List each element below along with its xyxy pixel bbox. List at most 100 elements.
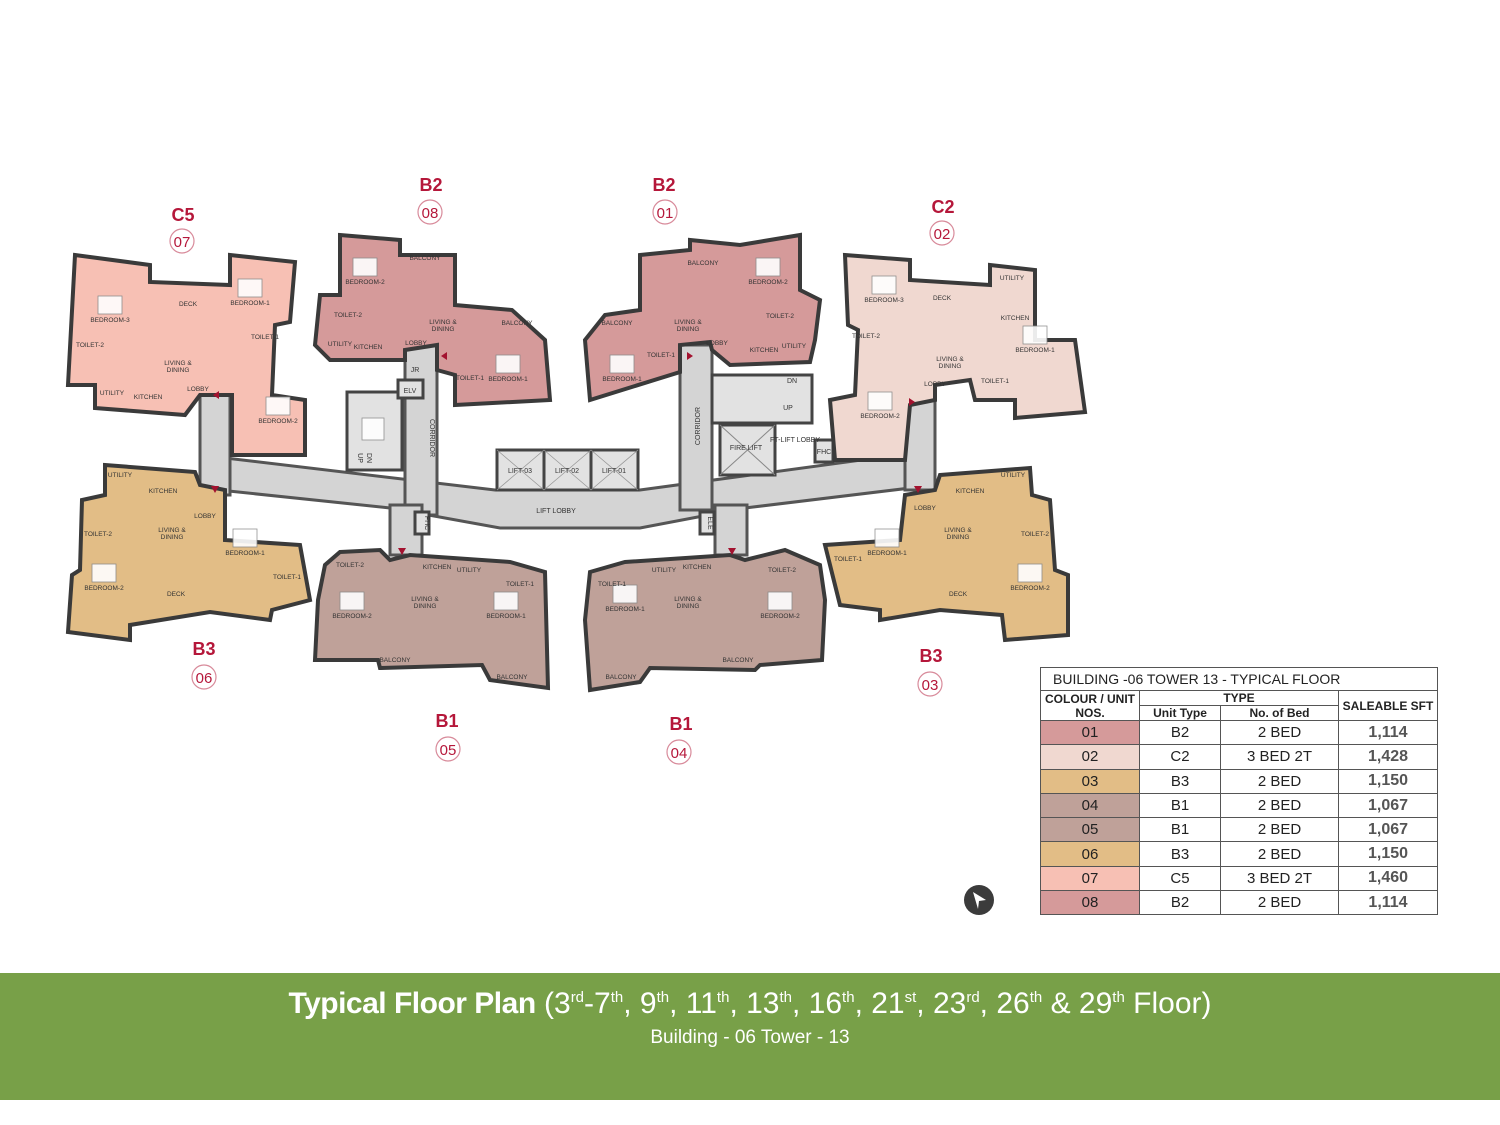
room-label: TOILET-2: [76, 342, 104, 349]
room-label: BEDROOM-1: [605, 606, 645, 613]
entry-arrows: [211, 352, 922, 555]
floor-number: , 9: [623, 987, 657, 1020]
svg-text:05: 05: [440, 742, 457, 759]
corridor-label-left: CORRIDOR: [428, 419, 435, 457]
unit-05[interactable]: [312, 547, 551, 691]
corridor-label-right: CORRIDOR: [695, 407, 702, 445]
room-label: BALCONY: [687, 260, 719, 267]
floor-number: , 21: [854, 987, 905, 1020]
saleable-sft: 1,114: [1338, 719, 1438, 746]
room-label: KITCHEN: [750, 347, 779, 354]
unit-type: B3: [1139, 768, 1221, 794]
bed-count: 2 BED: [1220, 890, 1339, 916]
unit-06[interactable]: [65, 462, 313, 643]
floor-number: , 13: [729, 987, 780, 1020]
svg-text:B3: B3: [192, 639, 215, 659]
room-label: BEDROOM-2: [84, 585, 124, 592]
floor-suffix: th: [1029, 989, 1043, 1006]
elv-room: [396, 378, 425, 400]
room-label: UTILITY: [108, 472, 133, 479]
room-label: BEDROOM-2: [760, 613, 800, 620]
common-labels: LIFT-03 LIFT-02 LIFT-01 LIFT LOBBY CORRI…: [356, 367, 831, 530]
room-label: BEDROOM-3: [864, 297, 904, 304]
unit-type: B1: [1139, 792, 1221, 819]
room-label: UTILITY: [1001, 472, 1026, 479]
unit-08[interactable]: [312, 232, 553, 408]
unit-02[interactable]: [827, 252, 1088, 462]
room-label: LOBBY: [914, 505, 936, 512]
bed-icon: [495, 354, 521, 374]
unit-type: B2: [1139, 890, 1221, 916]
room-label: TOILET-2: [1021, 531, 1049, 538]
room-label: DECK: [179, 301, 198, 308]
floor-number: & 29: [1042, 987, 1113, 1020]
room-label: BALCONY: [501, 320, 533, 327]
room-label: BALCONY: [496, 674, 528, 681]
bed-icon: [352, 257, 378, 277]
saleable-sft: 1,067: [1338, 817, 1438, 843]
room-label: DINING: [432, 326, 455, 333]
bed-count: 3 BED 2T: [1220, 744, 1339, 770]
room-label: LOBBY: [924, 381, 946, 388]
room-label: KITCHEN: [1001, 315, 1030, 322]
floor-suffix: th: [716, 989, 730, 1006]
unit-type: B2: [1139, 719, 1221, 746]
north-arrow-icon: [964, 885, 994, 915]
room-label: LIVING &: [944, 527, 972, 534]
bed-icon: [265, 396, 291, 416]
room-label: BALCONY: [605, 674, 637, 681]
room-label: KITCHEN: [683, 564, 712, 571]
room-label: DINING: [947, 534, 970, 541]
room-label: LOBBY: [405, 340, 427, 347]
svg-text:C2: C2: [931, 197, 954, 217]
room-label: BEDROOM-1: [602, 376, 642, 383]
bed-icon: [91, 563, 117, 583]
bed-icon: [232, 528, 258, 548]
room-label: KITCHEN: [149, 488, 178, 495]
unit-number: 08: [1040, 890, 1140, 916]
ele-right: [698, 510, 716, 536]
unit-04[interactable]: [582, 547, 828, 693]
footer-title: Typical Floor Plan (3rd-7th, 9th, 11th, …: [0, 987, 1500, 1021]
bed-count: 2 BED: [1220, 841, 1339, 867]
arrow-icon: [728, 548, 736, 555]
room-label: DINING: [414, 603, 437, 610]
footer-banner: Typical Floor Plan (3rd-7th, 9th, 11th, …: [0, 973, 1500, 1100]
arrow-icon: [909, 398, 915, 406]
bed-icon: [1022, 325, 1048, 345]
unit-number: 01: [1040, 719, 1140, 746]
col-unit-type-header: Unit Type: [1139, 705, 1221, 721]
room-label: LIVING &: [429, 319, 457, 326]
room-label: BEDROOM-2: [332, 613, 372, 620]
saleable-sft: 1,460: [1338, 865, 1438, 892]
bed-count: 2 BED: [1220, 719, 1339, 746]
saleable-sft: 1,114: [1338, 890, 1438, 916]
unit-07[interactable]: [65, 252, 307, 457]
room-label: LIVING &: [164, 360, 192, 367]
room-label: BEDROOM-2: [1010, 585, 1050, 592]
svg-text:B1: B1: [435, 711, 458, 731]
room-label: DINING: [161, 534, 184, 541]
room-label: KITCHEN: [956, 488, 985, 495]
footer-title-bold: Typical Floor Plan: [288, 987, 536, 1020]
bed-count: 2 BED: [1220, 768, 1339, 794]
up-label-left: UP: [356, 453, 363, 463]
room-label: LIVING &: [411, 596, 439, 603]
room-label: TOILET-1: [834, 556, 862, 563]
unit-03[interactable]: [822, 465, 1070, 643]
room-label: BEDROOM-1: [225, 550, 265, 557]
ele-label: ELE: [706, 516, 713, 530]
floor-suffix: st: [904, 989, 917, 1006]
up-label-right: UP: [783, 405, 793, 412]
room-label: LOBBY: [706, 340, 728, 347]
unit-number: 03: [1040, 768, 1140, 794]
room-label: TOILET-1: [981, 378, 1009, 385]
floor-suffix: rd: [966, 989, 980, 1006]
room-label: LIVING &: [158, 527, 186, 534]
